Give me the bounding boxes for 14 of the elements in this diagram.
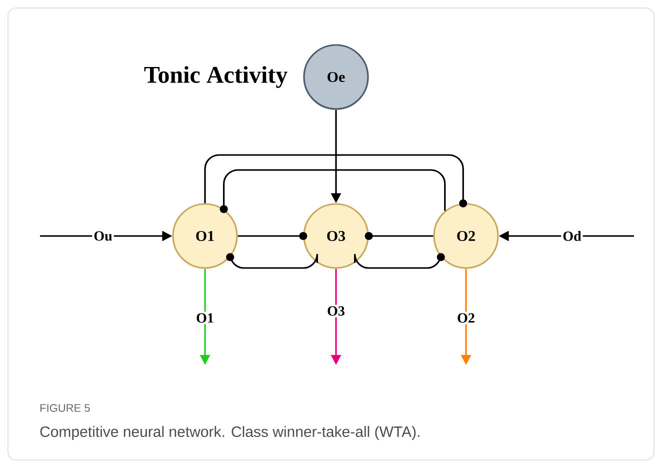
figure-number: FIGURE 5: [40, 404, 90, 412]
edge-label: Ou: [92, 230, 114, 242]
connector: [354, 253, 445, 269]
edge-label: O3: [326, 304, 346, 318]
connector: [220, 169, 446, 214]
connector: [238, 232, 308, 240]
edge-label: O1: [194, 312, 216, 324]
connector: [364, 232, 434, 240]
edge-label: Od: [561, 230, 583, 242]
edge-label: O2: [456, 312, 476, 324]
node-caption: Tonic Activity: [144, 66, 288, 88]
caption: Competitive neural network. Class winner-take-all (WTA).: [40, 426, 420, 440]
connector: [226, 253, 318, 269]
connector: [204, 154, 468, 208]
